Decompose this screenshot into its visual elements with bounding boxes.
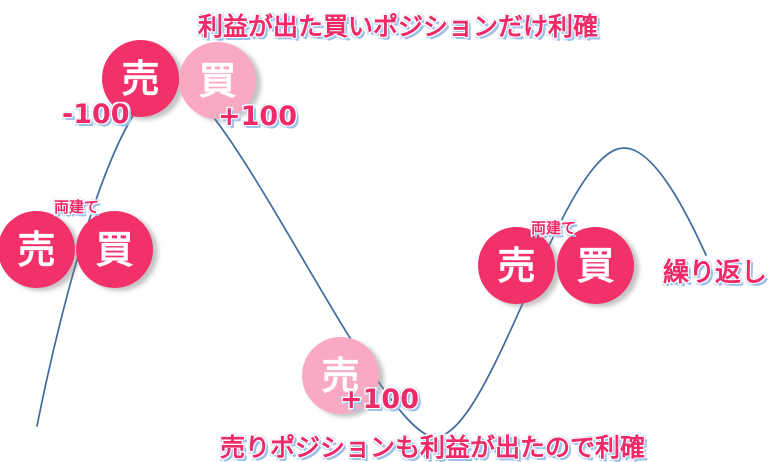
hedge-label-left: 両建て (54, 198, 100, 216)
badge-sell-open-top: 売 (102, 40, 179, 117)
caption-top: 利益が出た買いポジションだけ利確 (198, 12, 599, 41)
badge-sell-open-left: 売 (0, 211, 75, 288)
badge-buy-closed-top: 買 (179, 42, 256, 119)
caption-bottom: 売りポジションも利益が出たので利確 (220, 433, 646, 462)
hedge-label-right: 両建て (531, 219, 577, 237)
amount-top-sell: -100 (62, 99, 130, 130)
badge-buy-open-left: 買 (76, 211, 153, 288)
badge-sell-open-right: 売 (478, 227, 555, 304)
badge-sell-closed-bottom: 売 (302, 337, 379, 414)
badge-buy-open-right: 買 (557, 227, 634, 304)
price-wave-path (36, 81, 707, 438)
amount-mid-sell: +100 (340, 384, 419, 415)
repeat-label: 繰り返し (663, 258, 768, 288)
amount-top-buy: +100 (218, 101, 297, 132)
